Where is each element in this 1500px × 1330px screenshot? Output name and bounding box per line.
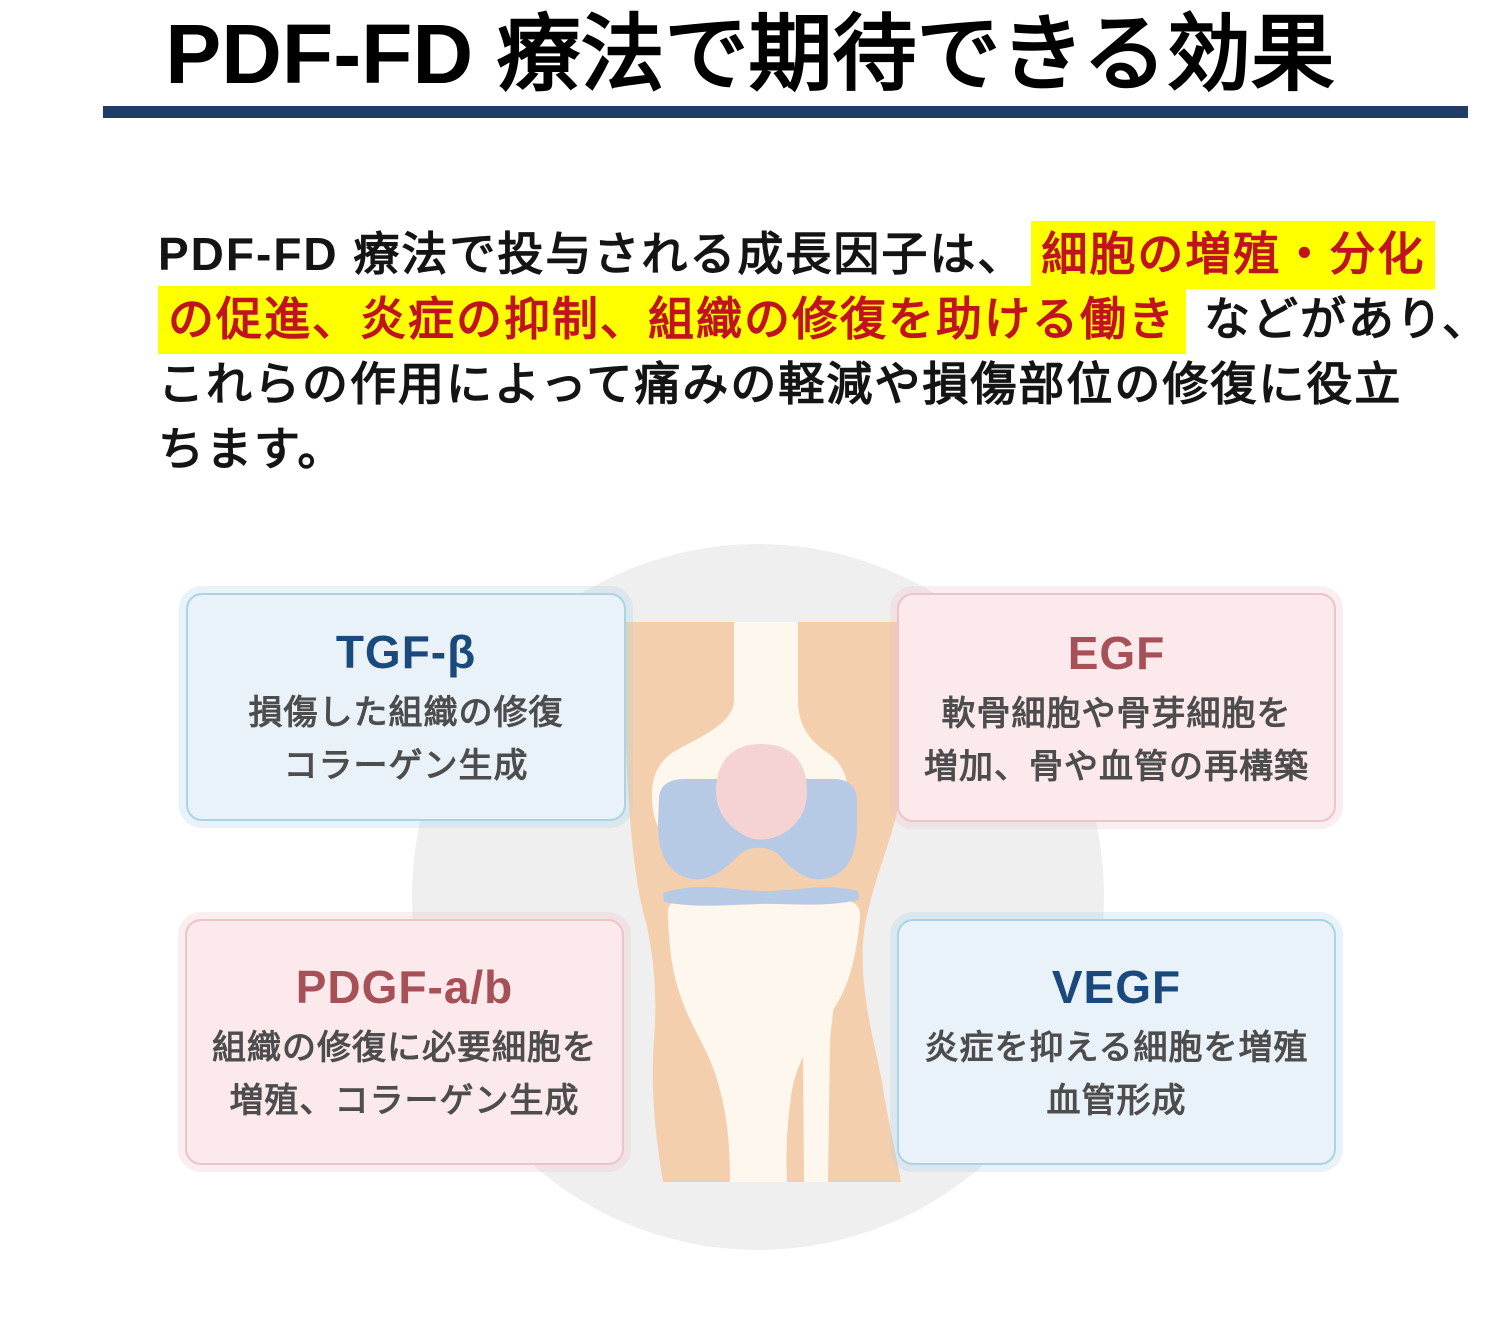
meniscus-shape [663,886,859,906]
title-underline [103,106,1468,118]
factor-vegf-line-1: 炎症を抑える細胞を増殖 [924,1029,1309,1067]
factor-tgf-line-1: 損傷した組織の修復 [248,694,564,732]
intro-line-4: ちます。 [158,417,1448,482]
factor-box-vegf: VEGF 炎症を抑える細胞を増殖 血管形成 [897,919,1336,1165]
factor-vegf-line-2: 血管形成 [1046,1082,1187,1120]
intro-line-2: の促進、炎症の抑制、組織の修復を助ける働きなどがあり、 [158,286,1488,354]
intro-highlight-1: 細胞の増殖・分化 [1031,221,1436,289]
factor-pdgf-line-2: 増殖、コラーゲン生成 [229,1082,580,1120]
factor-egf-line-1: 軟骨細胞や骨芽細胞を [941,694,1292,733]
page-title: PDF-FD 療法で期待できる効果 [165,7,1335,101]
intro-highlight-2: の促進、炎症の抑制、組織の修復を助ける働き [158,286,1186,354]
factor-pdgf-line-1: 組織の修復に必要細胞を [212,1029,597,1067]
intro-line-1: PDF-FD 療法で投与される成長因子は、細胞の増殖・分化 [158,221,1448,289]
factor-title-egf: EGF [1067,626,1166,679]
factor-title-pdgf-ab: PDGF-a/b [295,961,514,1013]
factor-tgf-line-2: コラーゲン生成 [283,747,529,785]
factor-box-egf: EGF 軟骨細胞や骨芽細胞を 増加、骨や血管の再構築 [897,593,1336,822]
intro-line-3: これらの作用によって痛みの軽減や損傷部位の修復に役立 [158,352,1448,417]
factor-title-vegf: VEGF [1051,961,1182,1013]
fibula-bone [799,940,837,1182]
patella-shape [715,744,808,840]
intro-line3-text: これらの作用によって痛みの軽減や損傷部位の修復に役立 [158,358,1403,410]
factor-box-tgf-beta: TGF-β 損傷した組織の修復 コラーゲン生成 [186,593,626,821]
factor-box-pdgf-ab: PDGF-a/b 組織の修復に必要細胞を 増殖、コラーゲン生成 [185,919,624,1165]
intro-paragraph: PDF-FD 療法で投与される成長因子は、細胞の増殖・分化 の促進、炎症の抑制、… [158,221,1488,482]
factor-egf-line-2: 増加、骨や血管の再構築 [924,747,1309,786]
factor-title-tgf-beta: TGF-β [335,626,477,678]
intro-line2-text: などがあり、 [1204,293,1491,345]
intro-line4-text: ちます。 [158,423,346,475]
intro-line1-text: PDF-FD 療法で投与される成長因子は、 [158,228,1026,280]
